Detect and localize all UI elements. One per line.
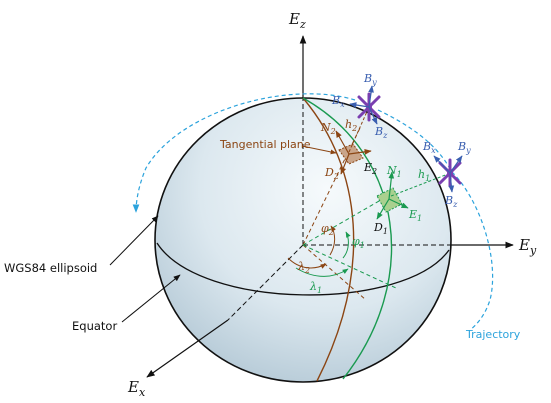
bx-upper-arrow <box>349 102 370 108</box>
h2-label: h2 <box>345 118 357 133</box>
ex-label: Ex <box>127 378 146 399</box>
ex-axis-dashed <box>227 244 304 321</box>
n1-label: N1 <box>386 164 402 179</box>
e2-label: E2 <box>363 161 377 176</box>
lambda2-label: λ2 <box>297 260 310 275</box>
ez-label: Ez <box>288 10 306 31</box>
ey-label: Ey <box>518 236 537 257</box>
by-upper-arrow <box>368 85 374 108</box>
phi2-label: φ2 <box>321 222 334 237</box>
ellipsoid-leader <box>109 215 159 266</box>
h2-line <box>348 106 370 153</box>
n2-arrow <box>335 130 350 155</box>
radius-1-line <box>302 192 394 246</box>
h1-label: h1 <box>418 168 430 183</box>
latitude-2-arc <box>329 225 336 256</box>
trajectory-right <box>377 109 494 331</box>
by-lower-label: By <box>457 140 471 155</box>
tangential-plane-callout: Tangential plane <box>219 138 311 151</box>
equator-line <box>156 242 450 296</box>
ellipsoid-callout: WGS84 ellipsoid <box>4 261 97 275</box>
equator-callout: Equator <box>72 319 117 333</box>
equator-leader <box>121 274 181 323</box>
d1-arrow <box>376 198 390 220</box>
bz-upper-arrow <box>368 106 378 125</box>
d2-arrow <box>340 153 350 175</box>
bz-lower-label: Bz <box>444 194 458 209</box>
meridian-1 <box>302 97 393 380</box>
ex-axis <box>146 319 229 378</box>
trajectory-left <box>132 93 356 213</box>
bx-upper-label: Bx <box>331 94 345 109</box>
bz-upper-label: Bz <box>374 125 388 140</box>
n1-arrow <box>388 171 395 200</box>
n2-label: N2 <box>320 121 336 136</box>
e2-arrow <box>348 149 372 155</box>
trajectory-callout: Trajectory <box>465 328 521 341</box>
by-upper-label: By <box>363 72 377 87</box>
h1-line <box>390 173 449 197</box>
e1-label: E1 <box>408 208 422 223</box>
bz-lower-arrow <box>448 172 455 193</box>
bx-lower-label: Bx <box>422 140 436 155</box>
longitude-1-line <box>302 244 397 289</box>
lambda1-label: λ1 <box>309 280 322 295</box>
e1-arrow <box>388 198 409 209</box>
phi1-label: φ1 <box>352 235 365 250</box>
by-lower-arrow <box>449 155 463 174</box>
longitude-1-arc <box>295 267 349 277</box>
d2-label: D2 <box>324 166 339 181</box>
bx-lower-arrow <box>433 155 451 174</box>
tangential-plane-leader <box>301 145 337 155</box>
latitude-1-arc <box>342 231 351 259</box>
longitude-2-arc <box>287 257 327 269</box>
meridian-2 <box>302 97 355 382</box>
d1-label: D1 <box>373 221 388 236</box>
